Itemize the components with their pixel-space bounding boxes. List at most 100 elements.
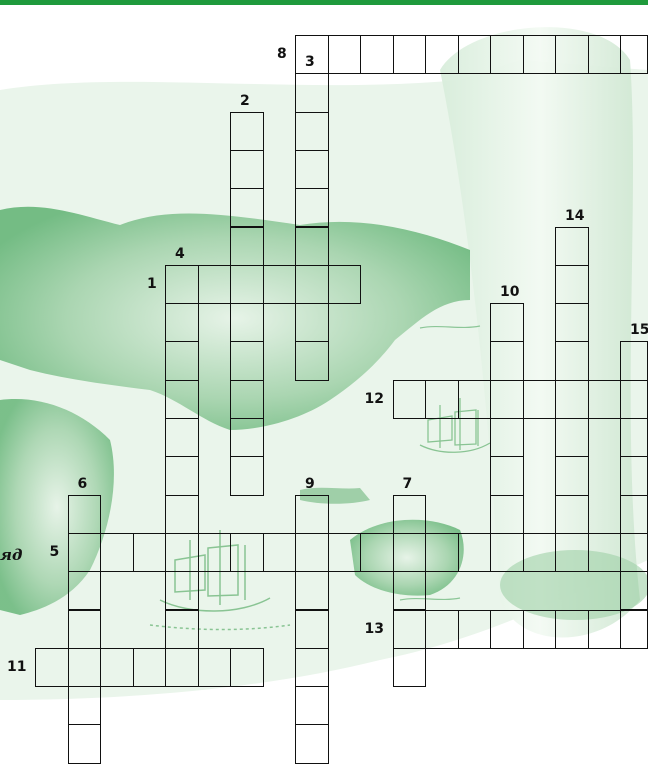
crossword-cell[interactable]: [197, 647, 231, 688]
crossword-cell[interactable]: [620, 456, 648, 496]
crossword-cell[interactable]: [132, 647, 166, 688]
crossword-cell[interactable]: [230, 264, 264, 305]
crossword-cell[interactable]: [67, 724, 101, 764]
crossword-cell[interactable]: [490, 494, 524, 534]
crossword-cell[interactable]: [392, 532, 426, 573]
crossword-cell[interactable]: [587, 532, 621, 573]
crossword-cell[interactable]: [100, 532, 134, 573]
crossword-cell[interactable]: [165, 418, 199, 458]
crossword-cell[interactable]: [555, 303, 589, 343]
crossword-cell[interactable]: [165, 341, 199, 381]
crossword-cell[interactable]: [165, 494, 199, 534]
crossword-cell[interactable]: [197, 264, 231, 305]
crossword-cell[interactable]: [490, 418, 524, 458]
crossword-cell[interactable]: [295, 609, 329, 649]
crossword-cell[interactable]: [392, 494, 426, 534]
crossword-cell[interactable]: [295, 303, 329, 343]
crossword-cell[interactable]: [490, 341, 524, 381]
crossword-cell[interactable]: [230, 647, 264, 688]
crossword-cell[interactable]: [555, 456, 589, 496]
crossword-cell[interactable]: [360, 35, 394, 75]
crossword-cell[interactable]: [295, 341, 329, 381]
crossword-cell[interactable]: [620, 609, 648, 649]
crossword-cell[interactable]: [67, 686, 101, 726]
crossword-cell[interactable]: [295, 647, 329, 688]
crossword-cell[interactable]: [490, 609, 524, 649]
crossword-cell[interactable]: [295, 724, 329, 764]
crossword-cell[interactable]: [425, 609, 459, 649]
crossword-cell[interactable]: [490, 35, 524, 75]
crossword-cell[interactable]: [295, 111, 329, 151]
crossword-cell[interactable]: [295, 149, 329, 190]
crossword-cell[interactable]: [620, 35, 648, 75]
crossword-cell[interactable]: [230, 226, 264, 266]
crossword-cell[interactable]: [165, 609, 199, 649]
crossword-cell[interactable]: [327, 35, 361, 75]
crossword-cell[interactable]: [67, 494, 101, 534]
crossword-cell[interactable]: [490, 456, 524, 496]
crossword-cell[interactable]: [262, 264, 296, 305]
crossword-cell[interactable]: [555, 418, 589, 458]
crossword-cell[interactable]: [587, 379, 621, 419]
crossword-cell[interactable]: [555, 226, 589, 266]
crossword-cell[interactable]: [555, 379, 589, 419]
crossword-cell[interactable]: [230, 456, 264, 496]
crossword-cell[interactable]: [165, 264, 199, 305]
crossword-cell[interactable]: [327, 264, 361, 305]
crossword-cell[interactable]: [587, 609, 621, 649]
crossword-cell[interactable]: [132, 532, 166, 573]
crossword-cell[interactable]: [197, 532, 231, 573]
crossword-cell[interactable]: [100, 647, 134, 688]
crossword-cell[interactable]: [230, 418, 264, 458]
crossword-cell[interactable]: [295, 494, 329, 534]
crossword-cell[interactable]: [425, 379, 459, 419]
crossword-cell[interactable]: [392, 35, 426, 75]
crossword-cell[interactable]: [230, 188, 264, 228]
crossword-cell[interactable]: [555, 532, 589, 573]
crossword-cell[interactable]: [490, 303, 524, 343]
crossword-cell[interactable]: [457, 35, 491, 75]
crossword-cell[interactable]: [522, 532, 556, 573]
crossword-cell[interactable]: [165, 303, 199, 343]
crossword-cell[interactable]: [295, 73, 329, 113]
crossword-cell[interactable]: [165, 571, 199, 611]
crossword-cell[interactable]: [425, 35, 459, 75]
crossword-cell[interactable]: [392, 571, 426, 611]
crossword-cell[interactable]: [522, 379, 556, 419]
crossword-cell[interactable]: [457, 532, 491, 573]
crossword-cell[interactable]: [230, 111, 264, 151]
crossword-cell[interactable]: [620, 341, 648, 381]
crossword-cell[interactable]: [165, 379, 199, 419]
crossword-cell[interactable]: [230, 379, 264, 419]
crossword-cell[interactable]: [67, 532, 101, 573]
crossword-cell[interactable]: [230, 341, 264, 381]
crossword-cell[interactable]: [360, 532, 394, 573]
crossword-cell[interactable]: [295, 226, 329, 266]
crossword-cell[interactable]: [522, 609, 556, 649]
crossword-cell[interactable]: [67, 609, 101, 649]
crossword-cell[interactable]: [392, 647, 426, 688]
crossword-cell[interactable]: [295, 571, 329, 611]
crossword-cell[interactable]: [295, 264, 329, 305]
crossword-cell[interactable]: [230, 532, 264, 573]
crossword-cell[interactable]: [457, 609, 491, 649]
crossword-cell[interactable]: [295, 188, 329, 228]
crossword-cell[interactable]: [230, 303, 264, 343]
crossword-cell[interactable]: [262, 532, 296, 573]
crossword-cell[interactable]: [522, 35, 556, 75]
crossword-cell[interactable]: [425, 532, 459, 573]
crossword-cell[interactable]: [620, 532, 648, 573]
crossword-cell[interactable]: [165, 456, 199, 496]
crossword-cell[interactable]: [165, 647, 199, 688]
crossword-cell[interactable]: [165, 532, 199, 573]
crossword-cell[interactable]: [295, 532, 329, 573]
crossword-cell[interactable]: [67, 571, 101, 611]
crossword-cell[interactable]: [587, 35, 621, 75]
crossword-cell[interactable]: [555, 264, 589, 305]
crossword-cell[interactable]: [620, 379, 648, 419]
crossword-cell[interactable]: [555, 609, 589, 649]
crossword-cell[interactable]: [327, 532, 361, 573]
crossword-cell[interactable]: [67, 647, 101, 688]
crossword-cell[interactable]: [392, 379, 426, 419]
crossword-cell[interactable]: [555, 494, 589, 534]
